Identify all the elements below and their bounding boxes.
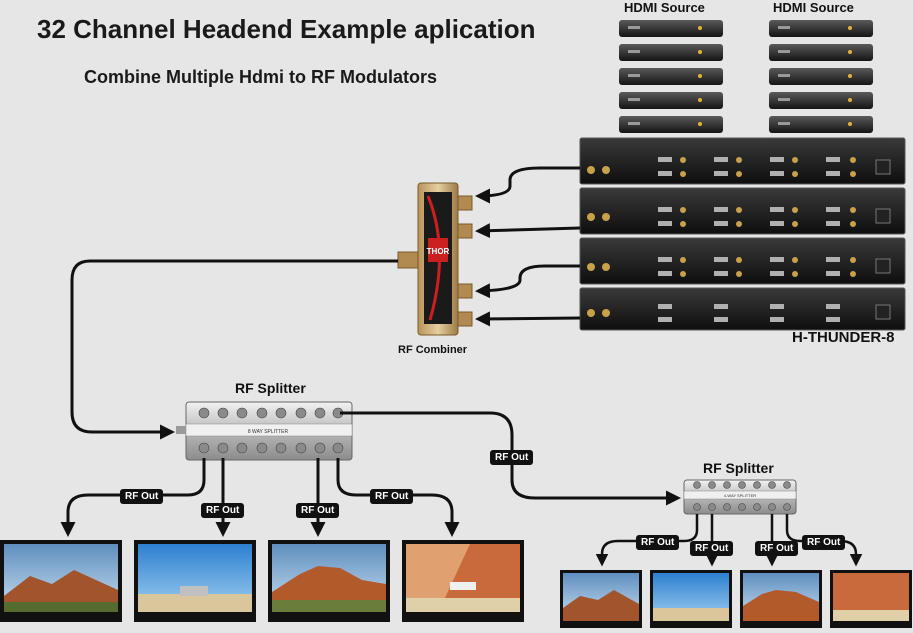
modulator-stack [579,137,906,331]
rf-out-label: RF Out [370,489,414,504]
splitter-secondary-label: RF Splitter [703,460,774,476]
tv-group-main [0,540,524,622]
rf-out-label: RF Out [490,450,534,465]
rf-combiner: THOR [397,182,473,336]
rf-out-label: RF Out [296,503,340,518]
tv-group-secondary [560,570,912,628]
rf-out-label: RF Out [201,503,245,518]
splitter-main-text: 8 WAY SPLITTER [248,429,289,435]
page-subtitle: Combine Multiple Hdmi to RF Modulators [84,67,437,87]
splitter-main-label: RF Splitter [235,380,306,396]
rf-out-label: RF Out [802,535,846,550]
rf-out-label: RF Out [755,541,799,556]
rf-out-label: RF Out [636,535,680,550]
rf-splitter-main: 8 WAY SPLITTER [176,401,353,461]
splitter-secondary-text: 4-WAY SPLITTER [724,493,756,498]
hdmi-source-left-label: HDMI Source [624,0,705,15]
rf-out-label: RF Out [120,489,164,504]
hdmi-source-right-label: HDMI Source [773,0,854,15]
modulator-label: H-THUNDER-8 [792,329,895,346]
hdmi-sources-right [769,20,873,133]
rf-out-label: RF Out [690,541,734,556]
hdmi-sources-left [619,20,723,133]
combiner-brand: THOR [427,247,450,256]
rf-splitter-secondary: 4-WAY SPLITTER [683,479,797,515]
combiner-label: RF Combiner [398,344,468,356]
page-title: 32 Channel Headend Example aplication [37,14,536,44]
